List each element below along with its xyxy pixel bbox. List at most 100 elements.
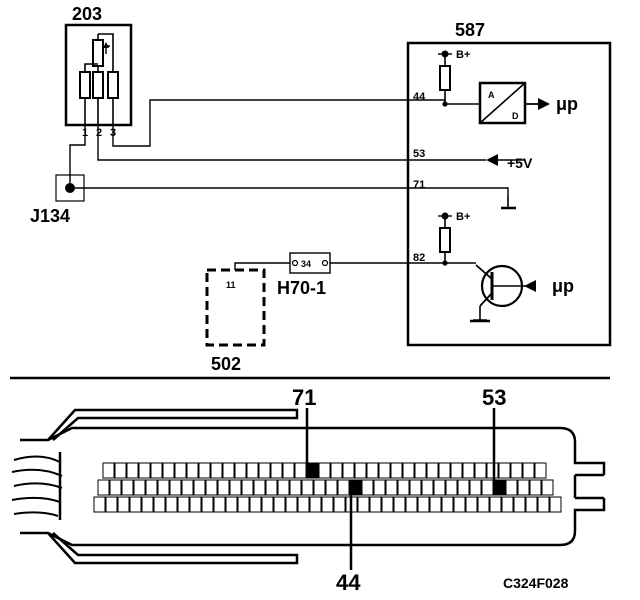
connector-pin [378,462,391,479]
callout-44: 44 [336,570,361,595]
connector-pin [301,479,314,496]
connector-pin [489,496,502,513]
b-plus-top: B+ [456,49,470,61]
connector-pin [273,496,286,513]
connector-pin [114,462,127,479]
connector-pin [174,462,187,479]
adc-a-label: A [488,90,495,100]
ecu-pin-71: 71 [413,179,425,191]
connector-pin [222,462,235,479]
connector-pin [397,479,410,496]
connector-pin [309,496,322,513]
connector-pin [453,496,466,513]
connector-pin [145,479,158,496]
mp-label-top: μp [556,94,578,114]
connector-pin [409,479,422,496]
connector-pin [141,496,154,513]
connector-pin [213,496,226,513]
connector-pin [525,496,538,513]
connector-pin [102,462,115,479]
connector-pin [277,479,290,496]
connector-pin [549,496,562,513]
connector-pin [285,496,298,513]
connector-pin [249,496,262,513]
connector-pin [517,479,530,496]
module-502: 11 502 [205,268,266,374]
connector-pin [477,496,490,513]
connector-pin [510,462,523,479]
connector-pin [217,479,230,496]
connector-pin [237,496,250,513]
connector-pin [402,462,415,479]
connector-pin [198,462,211,479]
connector-pin [193,479,206,496]
ecu-pin-53: 53 [413,148,425,160]
connector-pin [465,496,478,513]
connector-pin [381,496,394,513]
connector-pin [421,479,434,496]
ecu-587: 587 B+ A D μp +5V B+ [406,20,612,347]
connector-pin [126,462,139,479]
connector-pin [481,479,494,496]
h70-1-label: H70-1 [277,278,326,298]
connector-pin [414,462,427,479]
connector-pin [258,462,271,479]
connector-pin [505,479,518,496]
connector-pin [294,462,307,479]
connector-pin [513,496,526,513]
connector-pin [366,462,379,479]
connector-pin [433,479,446,496]
connector-pin [385,479,398,496]
connector-pin [177,496,190,513]
connector-pin [462,462,475,479]
connector-pin [486,462,499,479]
connector-pin [445,479,458,496]
connector-pin [121,479,134,496]
callout-53: 53 [482,385,506,410]
connector-pin [129,496,142,513]
connector-pin [297,496,310,513]
connector-pin-grid [93,462,562,513]
connector-pin [265,479,278,496]
connector-pin [138,462,151,479]
connector-pin [162,462,175,479]
connector-pin [405,496,418,513]
connector-pin [181,479,194,496]
connector-pin [330,462,343,479]
plus-5v-label: +5V [507,155,533,171]
connector-pin [498,462,511,479]
connector-pin [534,462,547,479]
connector-pin [165,496,178,513]
connector-pin [361,479,374,496]
connector-pin [313,479,326,496]
connector-pin [390,462,403,479]
connector-pin [234,462,247,479]
connector-pin [321,496,334,513]
connector-pin [522,462,535,479]
connector-pin [441,496,454,513]
j134-label: J134 [30,206,70,226]
connector-pin [97,479,110,496]
connector-pin [438,462,451,479]
adc-d-label: D [512,111,519,121]
connector-pin [93,496,106,513]
ecu-pin-82: 82 [413,252,425,264]
connector-pin [369,496,382,513]
connector-pin [457,479,470,496]
connector-pin [501,496,514,513]
connector-pin [189,496,202,513]
connector-pin [117,496,130,513]
connector-pin [342,462,355,479]
sensor-pin-2: 2 [96,127,102,139]
callout-71: 71 [292,385,316,410]
connector-pin [450,462,463,479]
connector-pin [474,462,487,479]
connector-pin [270,462,283,479]
connector-pin [318,462,331,479]
connector-pin [417,496,430,513]
connector-pin [246,462,259,479]
connector-pin-highlighted [349,479,362,496]
connector-pin [354,462,367,479]
connector-pin [333,496,346,513]
